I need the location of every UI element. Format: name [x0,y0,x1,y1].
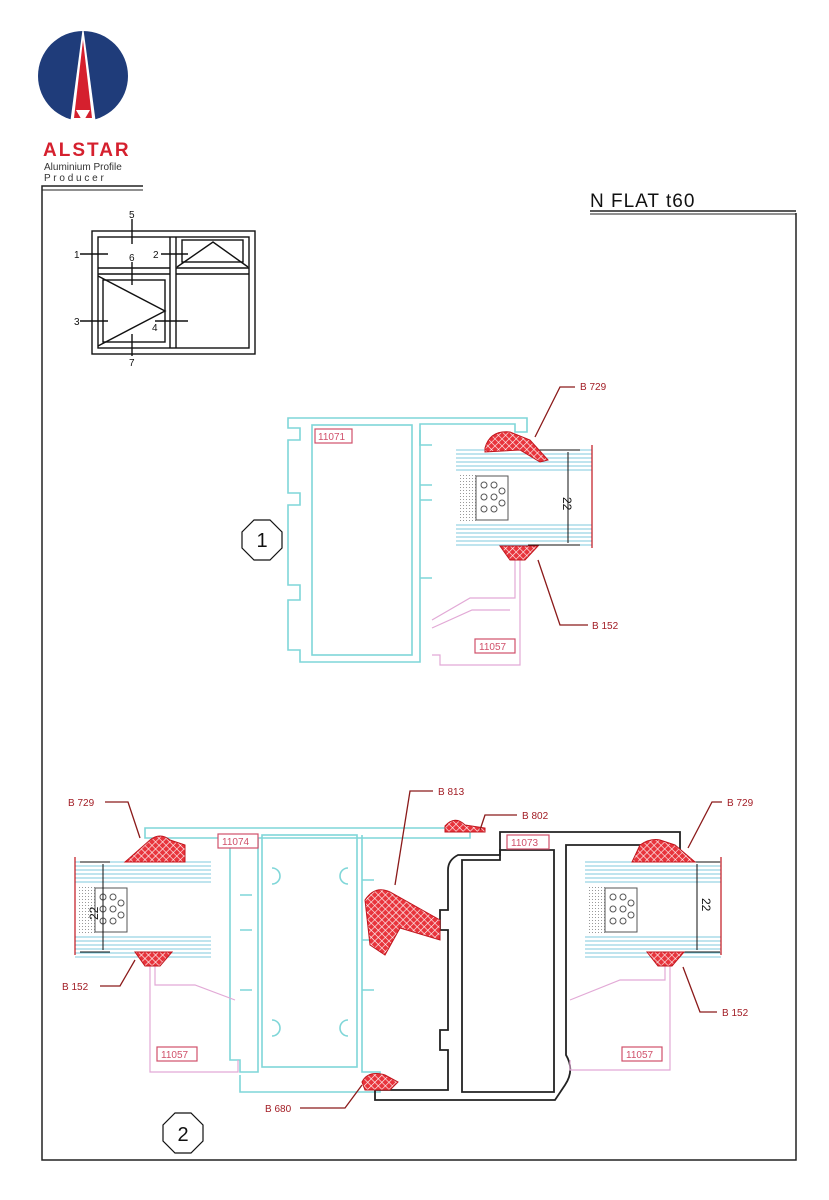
key-label-2: 2 [153,250,159,261]
window-key-diagram [80,219,256,356]
section-1-number: 1 [256,530,267,552]
gasket-label-b152-right: B 152 [722,1008,749,1019]
logo-brand: ALSTAR [43,140,131,161]
section-2: 22 22 B 729 B 152 B 680 B 813 B 802 B 72… [62,787,754,1154]
logo-tagline-1: Aluminium Profile [44,162,122,173]
drawing-title: N FLAT t60 [590,191,695,212]
profile-11073 [374,831,681,1101]
profile-11057-left [149,960,239,1073]
logo-tagline-2: P r o d u c e r [44,173,105,184]
gasket-label-b152: B 152 [592,621,619,632]
section-2-marker [162,1112,204,1154]
gasket-label-b729-left: B 729 [68,798,95,809]
key-label-7: 7 [129,358,135,369]
profile-11071 [287,417,528,663]
key-label-3: 3 [74,317,80,328]
sheet-border [41,185,797,1161]
profile-code-11074: 11074 [222,837,250,848]
gasket-b729-left [123,835,186,863]
profile-code-11071: 11071 [318,432,346,443]
gasket-label-b680: B 680 [265,1104,292,1115]
gasket-label-b802: B 802 [522,811,549,822]
gasket-label-b152-left: B 152 [62,982,89,993]
key-label-4: 4 [152,323,158,334]
glass-thickness-dim: 22 [560,497,574,511]
gasket-b152 [499,545,540,561]
gasket-b152-right [645,951,686,967]
profile-code-11073: 11073 [511,838,539,849]
gasket-label-b729: B 729 [580,382,607,393]
section-1-marker [241,519,283,561]
gasket-b729 [484,431,549,463]
key-label-6: 6 [129,253,135,264]
gasket-label-b813: B 813 [438,787,465,798]
section-2-number: 2 [177,1124,188,1146]
key-label-1: 1 [74,250,80,261]
gasket-b680 [361,1073,399,1091]
profile-11057-right [569,955,671,1071]
profile-code-11057: 11057 [479,642,507,653]
gasket-b802 [444,819,486,833]
gasket-b152-left [134,951,174,967]
profile-code-11057-left: 11057 [161,1050,189,1061]
key-label-5: 5 [129,210,135,221]
gasket-label-b729-right: B 729 [727,798,754,809]
profile-code-11057-right: 11057 [626,1050,654,1061]
gasket-b729-right [631,839,697,863]
window-key-labels: 1 2 3 4 5 6 7 [74,210,159,369]
section-1: 22 B 729 B 152 11071 11057 1 [241,382,619,666]
glass-thickness-dim-right: 22 [699,898,713,912]
alstar-logo: ALSTAR Aluminium Profile P r o d u c e r [38,26,131,184]
gasket-b813 [364,889,441,956]
glass-thickness-dim-left: 22 [87,906,101,920]
